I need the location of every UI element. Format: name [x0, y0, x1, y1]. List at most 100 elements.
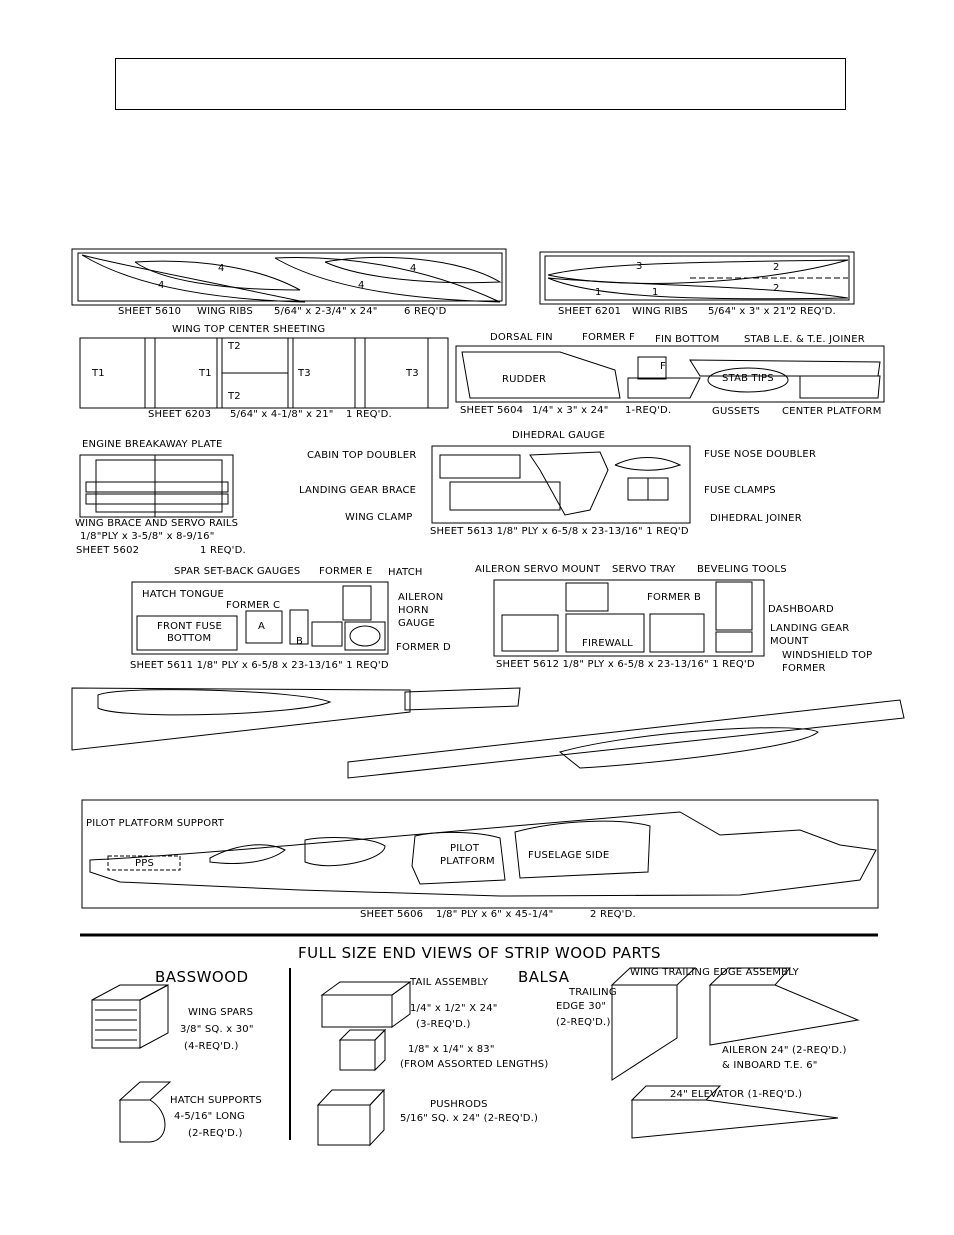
dihedral-gauge-label: DIHEDRAL GAUGE — [512, 430, 606, 441]
sheet-6203-label: SHEET 6203 — [148, 409, 212, 420]
former-b-label: FORMER B — [647, 592, 702, 603]
sheet-5610-label: SHEET 5610 — [118, 306, 182, 317]
former-f-label: FORMER F — [582, 332, 635, 343]
sheet-5606-label: SHEET 5606 — [360, 909, 424, 920]
dorsal-fin-label: DORSAL FIN — [490, 332, 553, 343]
sheet-5606-size: 1/8" PLY x 6" x 45-1/4" — [436, 909, 554, 920]
sheet-5604-req: 1-REQ'D. — [625, 405, 672, 416]
balsa-tail-assembly — [320, 981, 412, 1028]
fin-bottom-label: FIN BOTTOM — [655, 334, 720, 345]
sheet-5602-size: 1/8"PLY x 3-5/8" x 8-9/16" — [80, 531, 215, 542]
pushrods-size: 5/16" SQ. x 24" (2-REQ'D.) — [400, 1113, 539, 1124]
rib-number: 2 — [773, 262, 780, 273]
sheeting-t1: T1 — [92, 368, 105, 379]
landing-gear-label: LANDING GEAR — [770, 623, 850, 634]
rib-number: 1 — [595, 287, 602, 298]
windshield-label: WINDSHIELD TOP — [782, 650, 873, 661]
rib-number: 4 — [158, 280, 165, 291]
wing-spars-label: WING SPARS — [188, 1007, 254, 1018]
hatch-supports-label: HATCH SUPPORTS — [170, 1095, 262, 1106]
former-a-marker: A — [258, 621, 266, 632]
former-e-label: FORMER E — [319, 566, 373, 577]
sheet-5602-outline — [79, 454, 234, 518]
fuse-clamps-label: FUSE CLAMPS — [704, 485, 776, 496]
balsa-assorted — [338, 1028, 387, 1072]
wing-te-assembly-label: WING TRAILING EDGE ASSEMBLY — [630, 967, 799, 978]
rib-number: 2 — [773, 283, 780, 294]
dashboard-label: DASHBOARD — [768, 604, 834, 615]
sheet-5611-label: SHEET 5611 1/8" PLY x 6-5/8 x 23-13/16" … — [130, 660, 389, 671]
cabin-doubler-label: CABIN TOP DOUBLER — [307, 450, 417, 461]
assorted-note: (FROM ASSORTED LENGTHS) — [400, 1059, 549, 1070]
platform-label: PLATFORM — [440, 856, 495, 867]
balsa-heading: BALSA — [518, 968, 570, 986]
sheet-5610-req: 6 REQ'D — [404, 306, 447, 317]
wing-spars-size: 3/8" SQ. x 30" — [180, 1024, 254, 1035]
balsa-pushrod — [316, 1088, 386, 1147]
stab-joiner-label: STAB L.E. & T.E. JOINER — [744, 334, 865, 345]
rib-number: 4 — [358, 280, 365, 291]
sheet-5604-outline — [455, 345, 885, 403]
hatch-tongue-label: HATCH TONGUE — [142, 589, 225, 600]
wing-clamp-label: WING CLAMP — [345, 512, 413, 523]
former-d-label: FORMER D — [396, 642, 451, 653]
sheet-6201-req: 2 REQ'D. — [790, 306, 836, 317]
sheeting-t3: T3 — [406, 368, 419, 379]
tail-assembly-label: TAIL ASSEMBLY — [410, 977, 489, 988]
rib-number: 3 — [636, 261, 643, 272]
sheet-5613-label: SHEET 5613 1/8" PLY x 6-5/8 x 23-13/16" … — [430, 526, 689, 537]
balsa-aileron — [708, 967, 860, 1046]
sheet-6203-size: 5/64" x 4-1/8" x 21" — [230, 409, 334, 420]
basswood-wing-spar — [91, 984, 169, 1049]
sheet-6203-title: WING TOP CENTER SHEETING — [172, 324, 326, 335]
wing-rib-6201-a — [547, 259, 849, 284]
gear-brace-label: LANDING GEAR BRACE — [299, 485, 417, 496]
fuselage-side-part — [89, 811, 877, 897]
fuselage-top-part — [71, 687, 411, 751]
basswood-hatch-support — [118, 1081, 172, 1143]
sheet-6201-part: WING RIBS — [632, 306, 688, 317]
sheet-6203-req: 1 REQ'D. — [346, 409, 392, 420]
rib-number: 4 — [410, 263, 417, 274]
sheet-5610-part: WING RIBS — [197, 306, 253, 317]
firewall-label: FIREWALL — [582, 638, 633, 649]
assorted-size: 1/8" x 1/4" x 83" — [408, 1044, 495, 1055]
header-box — [115, 58, 846, 110]
sheet-6201-size: 5/64" x 3" x 21" — [708, 306, 792, 317]
sheet-5611-outline — [131, 581, 389, 655]
stab-tips-label: STAB TIPS — [722, 373, 774, 384]
rib-number: 1 — [652, 287, 659, 298]
gussets-label: GUSSETS — [712, 406, 760, 417]
engine-plate-label: ENGINE BREAKAWAY PLATE — [82, 439, 223, 450]
former-f-marker: F — [660, 361, 666, 372]
rib-number: 4 — [218, 263, 225, 274]
wing-spars-req: (4-REQ'D.) — [184, 1041, 239, 1052]
pilot-label: PILOT — [450, 843, 480, 854]
rear-fuselage-bottom — [347, 699, 905, 779]
aileron-strip-label: AILERON 24" (2-REQ'D.) — [722, 1045, 847, 1056]
sheeting-t1: T1 — [199, 368, 212, 379]
inboard-te-label: & INBOARD T.E. 6" — [722, 1060, 818, 1071]
sheet-6201-label: SHEET 6201 — [558, 306, 622, 317]
elevator-label: 24" ELEVATOR (1-REQ'D.) — [670, 1089, 803, 1100]
balsa-trailing-edge — [610, 967, 697, 1081]
wing-brace-label: WING BRACE AND SERVO RAILS — [75, 518, 239, 529]
trailing-edge-label: TRAILING — [569, 987, 617, 998]
hatch-label: HATCH — [388, 567, 423, 578]
nose-doubler-label: FUSE NOSE DOUBLER — [704, 449, 817, 460]
trailing-edge-req: (2-REQ'D.) — [556, 1017, 611, 1028]
horn-label: HORN — [398, 605, 429, 616]
aileron-label: AILERON — [398, 592, 444, 603]
sheet-5606-req: 2 REQ'D. — [590, 909, 636, 920]
gauge-label: GAUGE — [398, 618, 435, 629]
pushrods-label: PUSHRODS — [430, 1099, 488, 1110]
fuselage-side-label: FUSELAGE SIDE — [528, 850, 610, 861]
sheet-5604-size: 1/4" x 3" x 24" — [532, 405, 609, 416]
center-platform-label: CENTER PLATFORM — [782, 406, 882, 417]
servo-tray-label: SERVO TRAY — [612, 564, 676, 575]
sheet-6201-outline — [539, 251, 855, 305]
sheet-6203-outline — [79, 337, 449, 409]
aileron-servo-label: AILERON SERVO MOUNT — [475, 564, 601, 575]
pilot-platform-support-label: PILOT PLATFORM SUPPORT — [86, 818, 225, 829]
